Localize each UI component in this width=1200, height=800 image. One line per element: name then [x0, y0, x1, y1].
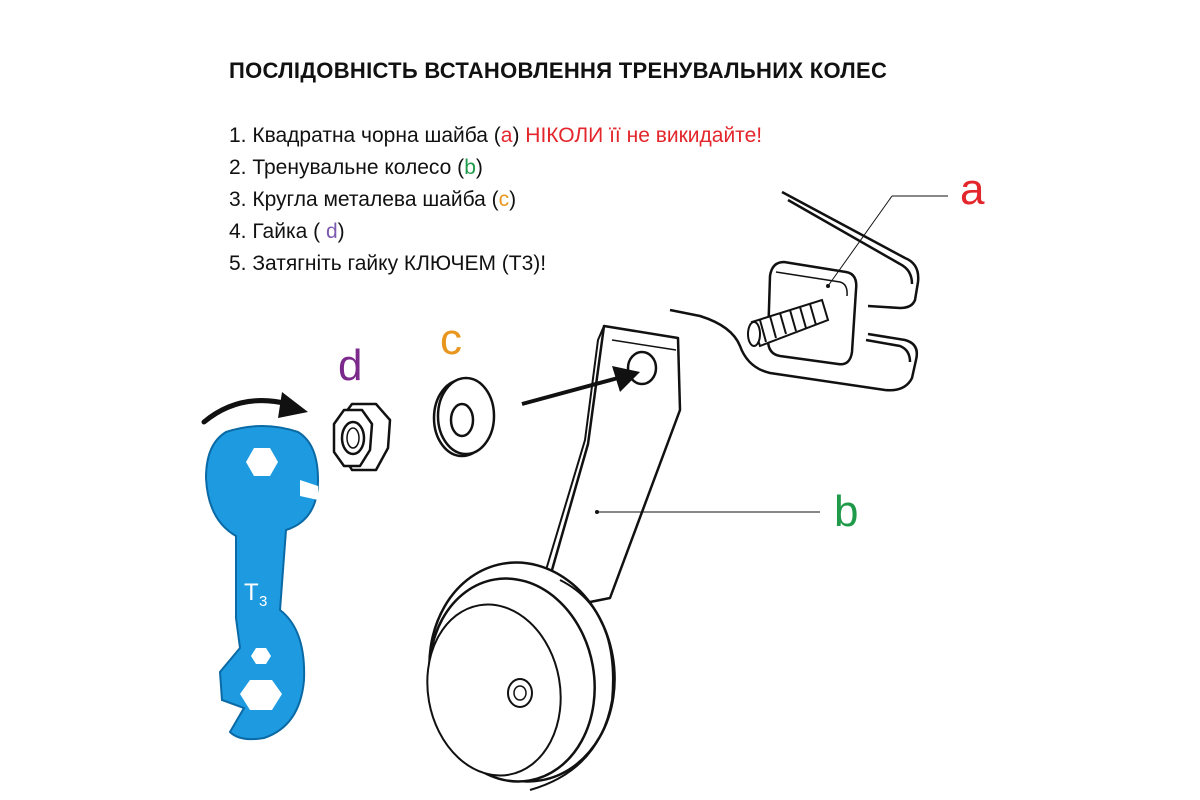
training-wheel-icon: [426, 324, 682, 791]
step-letter-c: c: [498, 188, 510, 211]
part-label-a: a: [960, 165, 985, 214]
step-letter-a: a: [500, 124, 513, 147]
step-item-3: 3. Кругла металева шайба (c): [229, 184, 762, 216]
round-washer-icon: [432, 376, 496, 458]
page-title: ПОСЛІДОВНІСТЬ ВСТАНОВЛЕННЯ ТРЕНУВАЛЬНИХ …: [229, 58, 888, 83]
warning-text: НІКОЛИ її не викидайте!: [525, 124, 763, 147]
step-text: 1. Квадратна чорна шайба (: [229, 124, 501, 147]
step-item-4: 4. Гайка ( d): [229, 216, 762, 248]
arrow-icon: [521, 366, 640, 406]
step-text: ): [337, 220, 345, 243]
frame-bracket: [669, 190, 920, 392]
step-text: ): [512, 124, 526, 147]
step-text: 4. Гайка (: [229, 220, 326, 243]
bolt-icon: [747, 298, 830, 348]
rotation-arrow-icon: [201, 392, 308, 425]
step-text: ): [509, 188, 517, 211]
step-letter-b: b: [464, 156, 476, 179]
step-item-1: 1. Квадратна чорна шайба (a) НІКОЛИ її н…: [229, 120, 762, 152]
step-item-2: 2. Тренувальне колесо (b): [229, 152, 762, 184]
step-text: 3. Кругла металева шайба (: [229, 188, 499, 211]
leader-dot-b: [595, 510, 599, 514]
wrench-label-sub: 3: [259, 593, 267, 610]
steps-list: 1. Квадратна чорна шайба (a) НІКОЛИ її н…: [229, 120, 762, 280]
step-text: ): [475, 156, 483, 179]
step-text: 2. Тренувальне колесо (: [229, 156, 465, 179]
nut-icon: [332, 402, 392, 472]
wrench-icon: T 3: [204, 425, 320, 741]
step-text: 5. Затягніть гайку КЛЮЧЕМ (T3)!: [229, 252, 547, 275]
step-letter-d: d: [325, 220, 338, 243]
part-label-b: b: [834, 487, 859, 536]
part-label-d: d: [338, 341, 363, 390]
step-item-5: 5. Затягніть гайку КЛЮЧЕМ (T3)!: [229, 248, 762, 280]
leader-line-a: [827, 195, 893, 287]
part-label-c: c: [440, 315, 462, 364]
leader-dot-a: [826, 284, 830, 288]
wrench-label: T: [244, 579, 259, 606]
